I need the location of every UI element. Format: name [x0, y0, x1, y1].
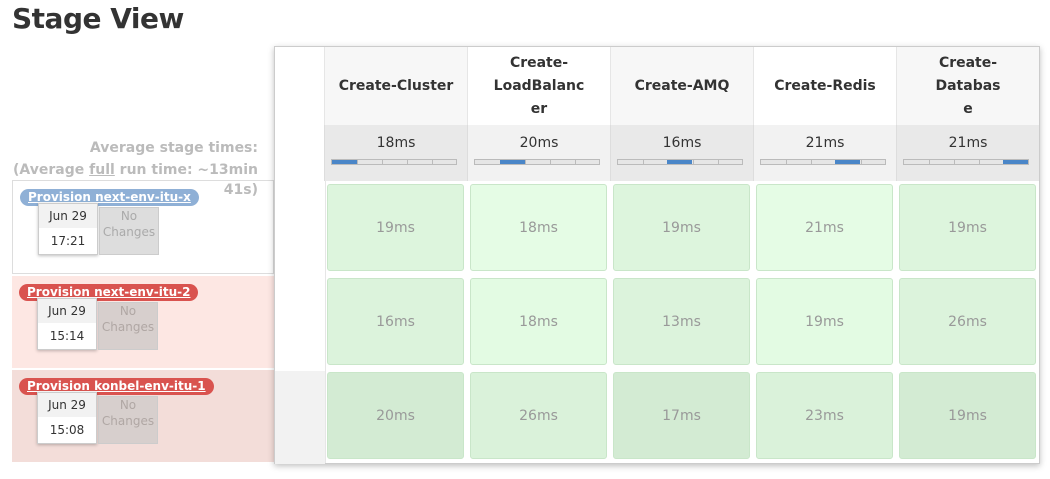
- stage-progress-track: [331, 159, 457, 165]
- run-date-box[interactable]: Jun 29 17:21: [38, 203, 98, 255]
- run-name-link[interactable]: Provision next-env-itu-x: [20, 189, 199, 206]
- average-times-label: Average stage times: (Average full run t…: [12, 137, 258, 181]
- stage-cell[interactable]: 19ms: [756, 278, 893, 365]
- stage-header-create-amq[interactable]: Create-AMQ: [610, 47, 753, 125]
- run-time: 15:14: [49, 329, 85, 343]
- stage-header-create-cluster[interactable]: Create-Cluster: [324, 47, 467, 125]
- stage-cell[interactable]: 23ms: [756, 372, 893, 459]
- stage-progress-track: [617, 159, 743, 165]
- stage-cell[interactable]: 19ms: [899, 372, 1036, 459]
- stage-avg-1: 20ms: [467, 125, 610, 181]
- run-changes[interactable]: No Changes: [99, 207, 159, 255]
- stage-avg-2: 16ms: [610, 125, 753, 181]
- stage-cell[interactable]: 17ms: [613, 372, 750, 459]
- avg-stage-times: Average stage times:: [89, 140, 258, 156]
- stage-progress-track: [474, 159, 600, 165]
- run-time: 15:08: [49, 423, 85, 437]
- stage-progress-track: [760, 159, 886, 165]
- run-time: 17:21: [50, 234, 86, 248]
- stage-progress-fill: [835, 160, 860, 164]
- stage-avg-0: 18ms: [324, 125, 467, 181]
- stage-cell[interactable]: 20ms: [327, 372, 464, 459]
- run-changes[interactable]: No Changes: [98, 302, 158, 350]
- stage-cell[interactable]: 16ms: [327, 278, 464, 365]
- stage-cell[interactable]: 19ms: [327, 184, 464, 271]
- stage-avg-time: 20ms: [519, 135, 559, 151]
- stage-header-create-redis[interactable]: Create-Redis: [753, 47, 896, 125]
- stage-avg-time: 21ms: [948, 135, 988, 151]
- stage-avg-time: 16ms: [662, 135, 702, 151]
- stage-header-create-database[interactable]: Create-Database: [896, 47, 1039, 125]
- run-date-box[interactable]: Jun 29 15:14: [37, 298, 97, 350]
- stage-avg-4: 21ms: [896, 125, 1039, 181]
- stage-cell[interactable]: 21ms: [756, 184, 893, 271]
- avg-full-run-time: (Average full run time: ~13min: [13, 162, 258, 178]
- stage-progress-fill: [332, 160, 357, 164]
- run-changes[interactable]: No Changes: [98, 396, 158, 444]
- stage-progress-track: [903, 159, 1029, 165]
- run-date: Jun 29: [38, 393, 96, 417]
- run-row-0: Provision next-env-itu-x Jun 29 17:21 No…: [12, 180, 274, 274]
- table-gutter-last: [275, 371, 325, 464]
- stage-cell[interactable]: 19ms: [899, 184, 1036, 271]
- stage-progress-fill: [1003, 160, 1028, 164]
- stage-cell[interactable]: 26ms: [470, 372, 607, 459]
- run-row-1: Provision next-env-itu-2 Jun 29 15:14 No…: [12, 276, 274, 368]
- full-run-link[interactable]: full: [89, 162, 115, 178]
- stage-progress-fill: [667, 160, 692, 164]
- page-title: Stage View: [12, 2, 184, 35]
- stage-avg-time: 21ms: [805, 135, 845, 151]
- stage-cell[interactable]: 26ms: [899, 278, 1036, 365]
- stage-header-create-loadbalancer[interactable]: Create-LoadBalancer: [467, 47, 610, 125]
- run-row-2: Provision konbel-env-itu-1 Jun 29 15:08 …: [12, 370, 274, 462]
- stage-avg-3: 21ms: [753, 125, 896, 181]
- avg-full-run-time-overflow: 41s): [223, 182, 258, 198]
- stage-table: Create-Cluster Create-LoadBalancer Creat…: [274, 46, 1040, 464]
- stage-cell[interactable]: 13ms: [613, 278, 750, 365]
- run-date: Jun 29: [38, 299, 96, 323]
- run-name-link[interactable]: Provision next-env-itu-2: [19, 284, 199, 301]
- run-name-link[interactable]: Provision konbel-env-itu-1: [19, 378, 214, 395]
- stage-progress-fill: [500, 160, 525, 164]
- stage-avg-time: 18ms: [376, 135, 416, 151]
- run-date-box[interactable]: Jun 29 15:08: [37, 392, 97, 444]
- stage-cell[interactable]: 18ms: [470, 184, 607, 271]
- stage-cell[interactable]: 19ms: [613, 184, 750, 271]
- stage-cell[interactable]: 18ms: [470, 278, 607, 365]
- run-date: Jun 29: [39, 204, 97, 228]
